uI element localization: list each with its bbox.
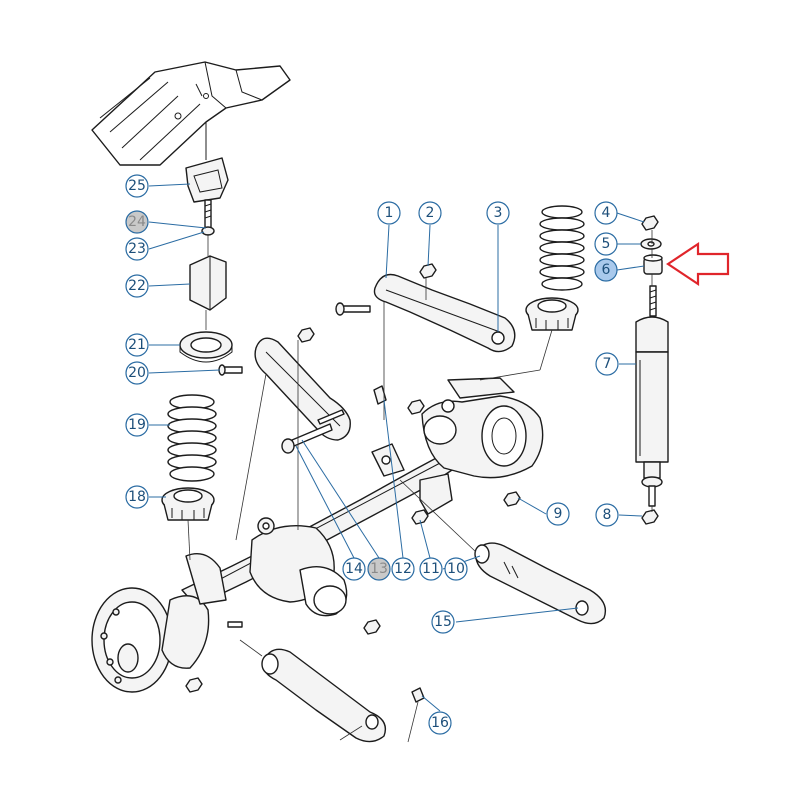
lower-control-arm-left <box>261 648 387 743</box>
track-bar-bracket <box>371 443 453 515</box>
svg-text:21: 21 <box>128 337 146 353</box>
svg-text:23: 23 <box>128 241 146 257</box>
right-coil-spring <box>539 205 585 291</box>
callouts: 1 2 3 4 5 6 7 8 <box>125 174 619 735</box>
callout-7[interactable]: 7 <box>595 352 619 376</box>
callout-23[interactable]: 23 <box>125 237 149 261</box>
callout-14[interactable]: 14 <box>342 557 366 581</box>
svg-text:9: 9 <box>554 506 563 522</box>
svg-text:11: 11 <box>422 561 440 577</box>
svg-text:4: 4 <box>602 205 611 221</box>
isolator-bolt <box>218 364 243 376</box>
frame-rail-section <box>91 61 291 166</box>
svg-text:2: 2 <box>426 205 435 221</box>
svg-text:1: 1 <box>385 205 394 221</box>
upper-arm-bolt <box>335 302 371 316</box>
callout-16[interactable]: 16 <box>428 711 452 735</box>
right-spring-seat <box>525 297 579 331</box>
callout-3[interactable]: 3 <box>486 201 510 225</box>
svg-text:12: 12 <box>394 561 412 577</box>
steering-knuckle-right <box>421 377 544 479</box>
misc-nuts <box>297 327 429 635</box>
axle-housing <box>181 455 453 617</box>
left-spring-seat <box>161 487 215 521</box>
upper-control-arm-left <box>254 337 351 441</box>
assembly-axis-lines <box>187 230 653 743</box>
callout-9[interactable]: 9 <box>546 502 570 526</box>
shock-lower-nut <box>641 509 659 525</box>
callout-11[interactable]: 11 <box>419 557 443 581</box>
sway-bar-link <box>373 385 521 703</box>
left-arrow-icon <box>666 241 730 287</box>
svg-text:25: 25 <box>128 178 146 194</box>
svg-text:10: 10 <box>447 561 465 577</box>
svg-text:7: 7 <box>603 356 612 372</box>
svg-text:19: 19 <box>128 417 146 433</box>
spring-isolator <box>179 331 233 363</box>
hub-rotor-left <box>91 553 227 693</box>
callout-8[interactable]: 8 <box>595 503 619 527</box>
svg-text:3: 3 <box>494 205 503 221</box>
callout-4[interactable]: 4 <box>594 201 618 225</box>
svg-text:13: 13 <box>370 561 388 577</box>
lower-bolt <box>185 621 243 693</box>
lower-control-arm-right <box>474 542 607 625</box>
callout-1[interactable]: 1 <box>377 201 401 225</box>
callout-13[interactable]: 13 <box>367 557 391 581</box>
callout-24[interactable]: 24 <box>125 210 149 234</box>
callout-20[interactable]: 20 <box>125 361 149 385</box>
callout-25[interactable]: 25 <box>125 174 149 198</box>
callout-21[interactable]: 21 <box>125 333 149 357</box>
callout-6[interactable]: 6 <box>594 258 618 282</box>
upper-control-arm-right <box>373 273 516 353</box>
svg-text:14: 14 <box>345 561 363 577</box>
svg-text:22: 22 <box>128 278 146 294</box>
svg-text:16: 16 <box>431 715 449 731</box>
svg-text:15: 15 <box>434 614 452 630</box>
bump-stop-bolt <box>201 199 215 236</box>
jounce-bumper <box>189 255 227 311</box>
callout-10[interactable]: 10 <box>444 557 468 581</box>
callout-19[interactable]: 19 <box>125 413 149 437</box>
callout-12[interactable]: 12 <box>391 557 415 581</box>
callout-22[interactable]: 22 <box>125 274 149 298</box>
svg-text:5: 5 <box>602 236 611 252</box>
upper-arm-nut <box>419 263 437 279</box>
shock-absorber <box>635 285 669 507</box>
svg-text:24: 24 <box>128 214 146 230</box>
svg-text:8: 8 <box>603 507 612 523</box>
callout-2[interactable]: 2 <box>418 201 442 225</box>
bump-stop-bracket <box>185 122 229 203</box>
svg-text:18: 18 <box>128 489 146 505</box>
callout-15[interactable]: 15 <box>431 610 455 634</box>
callout-leaders <box>148 183 645 712</box>
callout-5[interactable]: 5 <box>594 232 618 256</box>
shock-upper-hardware <box>640 215 663 275</box>
left-coil-spring <box>167 394 217 482</box>
callout-18[interactable]: 18 <box>125 485 149 509</box>
svg-text:6: 6 <box>602 262 611 278</box>
svg-text:20: 20 <box>128 365 146 381</box>
